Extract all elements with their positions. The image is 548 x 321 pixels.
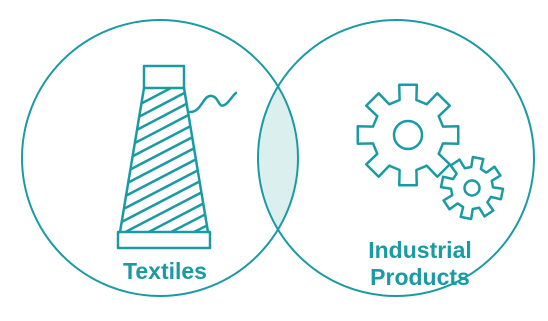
small-gear-hub bbox=[463, 179, 481, 197]
thread-spool-icon bbox=[116, 64, 238, 250]
large-gear-hub bbox=[392, 119, 424, 151]
industrial-label-line-2: Products bbox=[370, 264, 470, 290]
large-gear-outline bbox=[356, 83, 460, 187]
industrial-products-circle bbox=[257, 19, 535, 297]
small-gear-outline bbox=[439, 155, 505, 221]
textiles-label: Textiles bbox=[123, 258, 207, 284]
textiles-circle bbox=[21, 19, 299, 297]
gears-icon bbox=[356, 83, 505, 221]
industrial-label-line-1: Industrial bbox=[368, 237, 472, 263]
